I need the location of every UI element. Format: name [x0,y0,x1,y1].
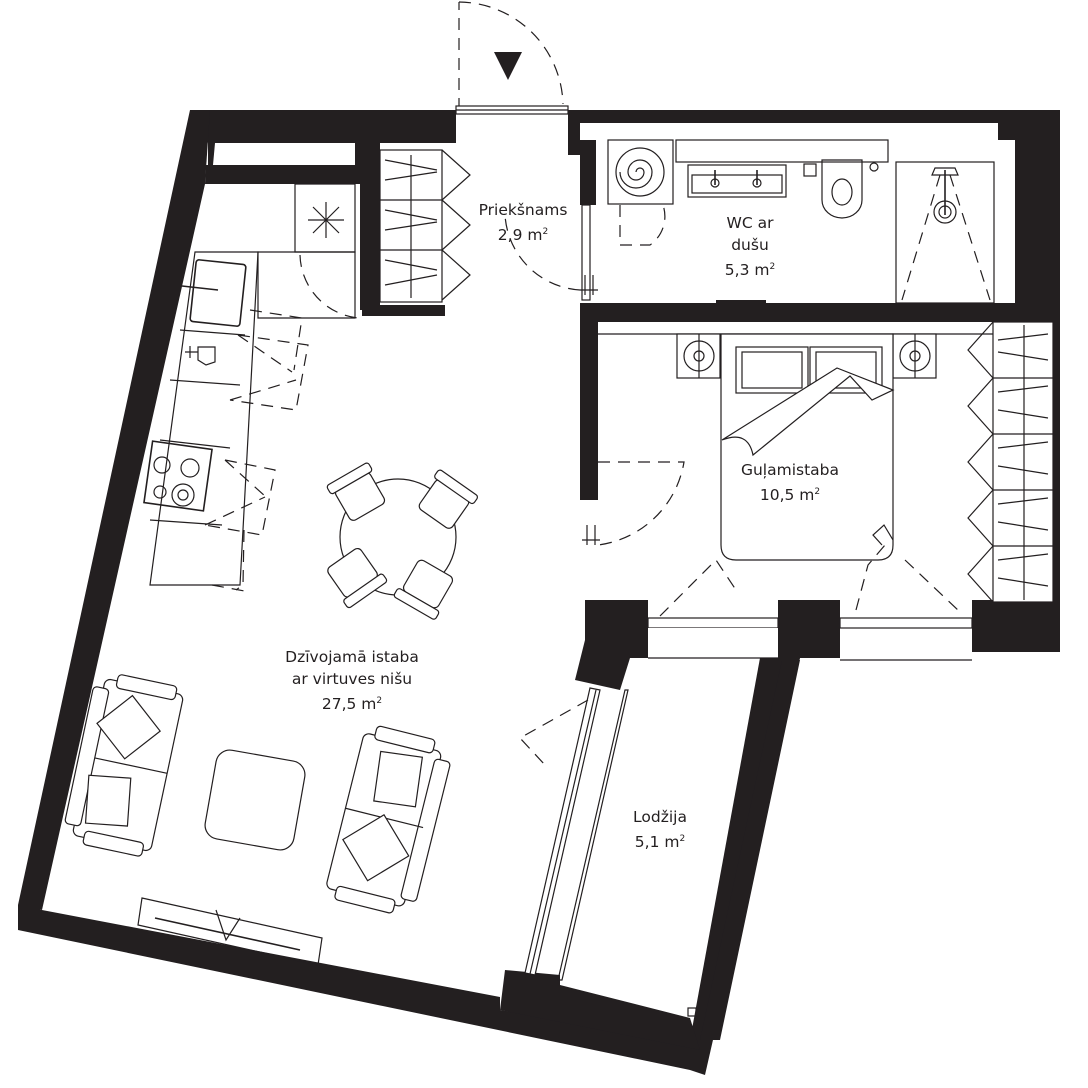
room-name: Priekšnams [478,201,568,219]
sofa-right [326,725,451,914]
sink-icon [189,259,247,327]
bedroom-wardrobe [967,321,1054,603]
tv-stand [137,897,323,966]
dining-table [326,462,478,620]
sink-double-icon [687,164,787,198]
room-name: WC ar [726,214,774,232]
entrance-arrow-icon [494,52,522,80]
stove-icon [143,440,213,512]
room-area: 5,3 [724,261,750,279]
room-area: 5,1 [634,833,660,851]
extractor-icon [308,202,344,238]
hall-partition [581,204,591,301]
loggia-drain [687,1007,697,1017]
bath-door-swing [504,214,581,291]
hall-door-swing [299,254,359,319]
loggia-door [519,687,629,981]
room-name: Dzīvojamā istaba [285,648,419,666]
toilet-icon [821,159,863,219]
double-bed [720,333,894,561]
room-label-loggia: Lodžija 5,1 m2 [610,806,710,853]
room-name: Guļamistaba [740,461,840,479]
room-area: 2,9 [497,226,523,244]
room-name-2: dušu [731,236,769,254]
coffee-table [204,749,306,851]
room-label-bedroom: Guļamistaba 10,5 m2 [730,459,850,506]
room-label-bathroom: WC ar dušu 5,3 m2 [695,212,805,281]
bathroom-fixtures [607,139,995,304]
hall-wardrobe [379,149,471,303]
room-label-living-room: Dzīvojamā istaba ar virtuves nišu 27,5 m… [262,646,442,715]
washing-machine-icon [607,139,674,205]
wine-glass-icon [185,346,216,366]
sofa-left [64,674,184,857]
bedroom-furniture [597,322,993,617]
room-name-2: ar virtuves nišu [291,670,413,688]
walls [18,110,1060,1075]
room-name: Lodžija [633,808,687,826]
coat-hooks [580,275,600,545]
room-label-entrance-hall: Priekšnams 2,9 m2 [478,201,568,244]
bedroom-windows [647,617,973,661]
kitchen [143,183,356,593]
room-area: 27,5 [321,695,357,713]
room-area: 10,5 [759,486,795,504]
